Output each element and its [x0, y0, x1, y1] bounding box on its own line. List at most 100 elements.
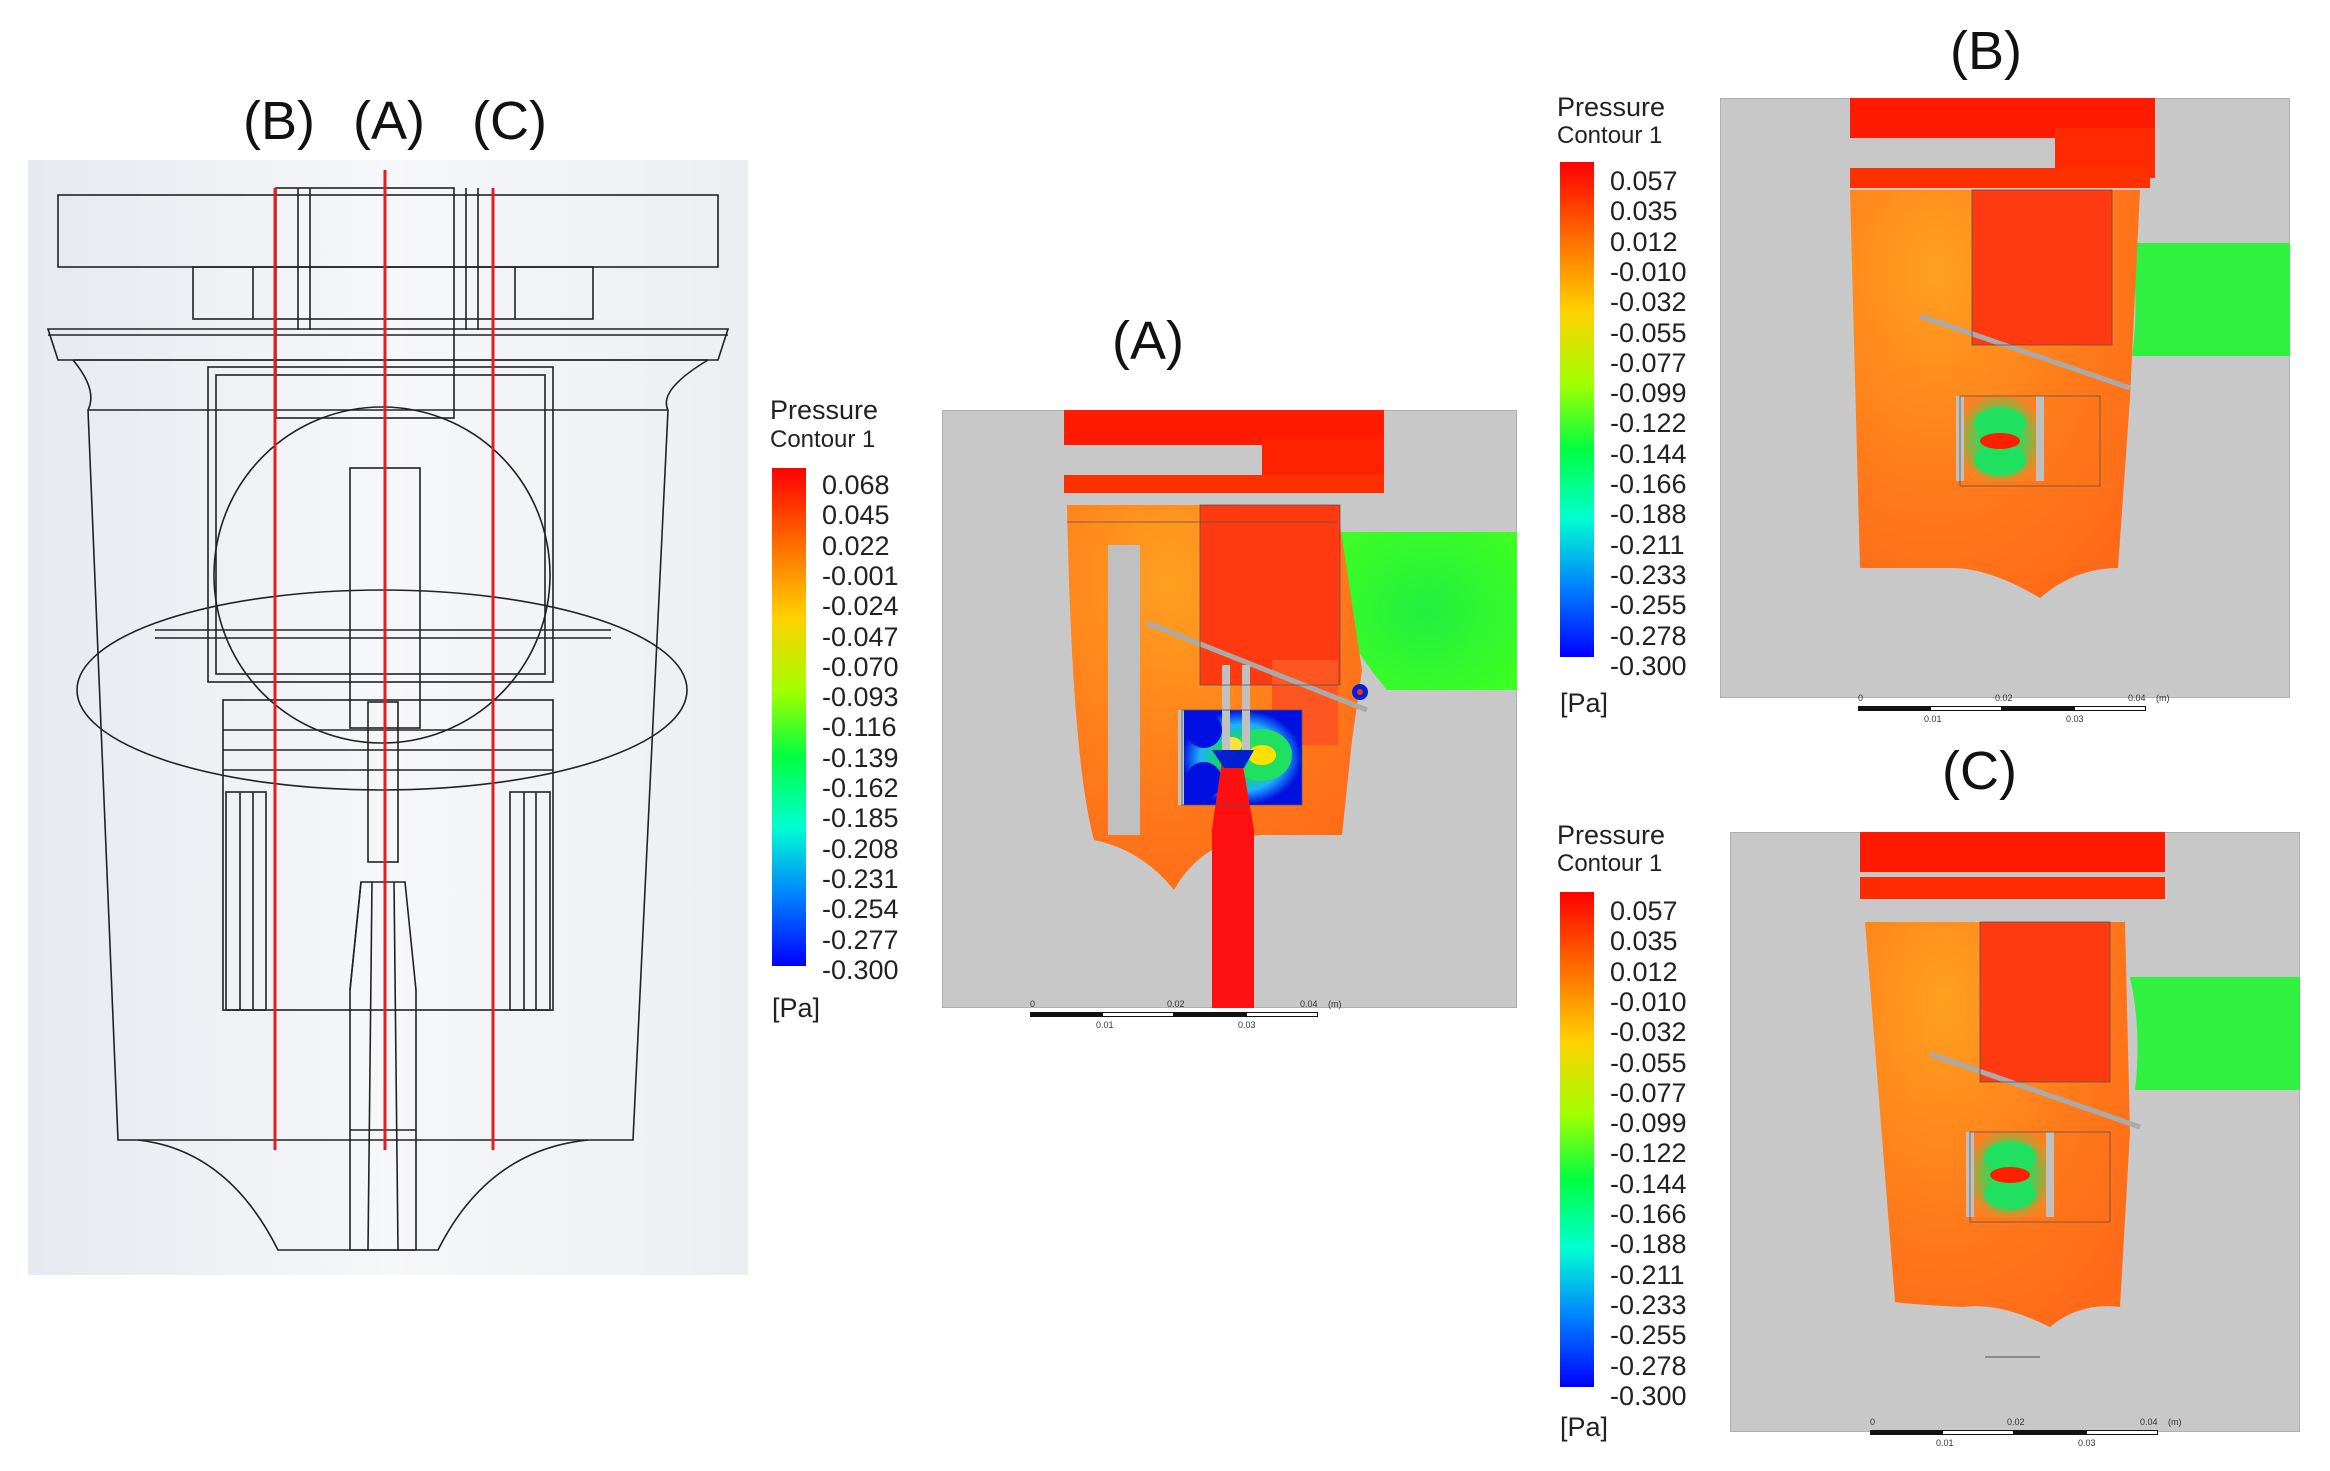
legend-tick: -0.070 — [822, 651, 899, 682]
legend-tick: -0.144 — [1610, 438, 1687, 469]
legend-title: Pressure — [1557, 92, 1666, 122]
contour-plot-b — [1720, 98, 2290, 698]
panel-a-label: (A) — [1112, 311, 1184, 371]
legend-tick: -0.144 — [1610, 1168, 1687, 1199]
legend-ticks: 0.068 0.045 0.022 -0.001 -0.024 -0.047 -… — [822, 470, 912, 984]
legend-tick: -0.211 — [1610, 1259, 1685, 1290]
legend-ticks: 0.057 0.035 0.012 -0.010 -0.032 -0.055 -… — [1610, 898, 1700, 1410]
legend-title: Pressure — [1557, 820, 1666, 850]
scale-label: 0.04 — [2128, 693, 2146, 703]
panel-c-label: (C) — [1942, 741, 2017, 801]
panel-b: (B) Pressure Contour 1 0.057 0.035 0.012… — [1550, 20, 2320, 724]
legend-tick: -0.255 — [1610, 590, 1687, 621]
scale-bar: 0 0.02 0.04 (m) 0.01 0.03 — [1870, 1417, 2182, 1454]
legend-tick: 0.057 — [1610, 166, 1678, 196]
scale-label: 0.01 — [1936, 1438, 1954, 1448]
panel-a: Pressure Contour 1 0.068 0.045 0.022 -0.… — [760, 300, 1530, 1040]
legend-tick: -0.278 — [1610, 620, 1687, 651]
scale-label: 0.01 — [1096, 1020, 1114, 1030]
scale-label: 0.03 — [2066, 714, 2084, 724]
legend-tick: -0.211 — [1610, 529, 1685, 560]
legend-tick: -0.188 — [1610, 499, 1687, 530]
scale-segment — [1246, 1012, 1318, 1017]
legend-tick: -0.255 — [1610, 1320, 1687, 1351]
legend-tick: -0.116 — [822, 712, 897, 743]
legend-colorbar — [772, 468, 806, 966]
scale-label: 0 — [1870, 1417, 1876, 1427]
legend-tick: -0.162 — [822, 773, 899, 803]
legend-tick: -0.233 — [1610, 559, 1687, 590]
scale-label: 0 — [1858, 693, 1864, 703]
legend-tick: 0.022 — [822, 530, 890, 561]
legend-tick: -0.055 — [1610, 1047, 1687, 1078]
scale-segment — [1102, 1012, 1174, 1017]
panel-c: (C) Pressure Contour 1 0.057 0.035 0.012… — [1550, 740, 2320, 1460]
legend-tick: -0.300 — [1610, 650, 1687, 681]
legend-tick: -0.047 — [822, 621, 899, 652]
legend-tick: -0.139 — [822, 742, 899, 773]
legend-tick: 0.035 — [1610, 196, 1678, 227]
legend-unit: [Pa] — [1560, 1412, 1609, 1442]
legend-subtitle: Contour 1 — [770, 426, 876, 453]
legend-tick: -0.300 — [822, 954, 899, 985]
legend-tick: -0.099 — [1610, 1108, 1687, 1139]
section-label-a: (A) — [353, 91, 425, 151]
scale-bar: 0 0.02 0.04 (m) 0.01 0.03 — [1858, 693, 2170, 730]
legend-tick: -0.093 — [822, 682, 899, 713]
scale-segment — [2086, 1430, 2158, 1435]
legend-tick: -0.024 — [822, 591, 899, 622]
scale-segment — [2014, 1430, 2086, 1435]
scale-segment — [1174, 1012, 1246, 1017]
scale-label: 0.02 — [1995, 693, 2013, 703]
legend-tick: -0.032 — [1610, 1017, 1687, 1048]
legend-tick: -0.077 — [1610, 1077, 1687, 1108]
legend-tick: -0.001 — [822, 560, 899, 591]
scale-label: 0.03 — [1238, 1020, 1256, 1030]
scale-unit: (m) — [2168, 1417, 2182, 1427]
legend-unit: [Pa] — [772, 993, 821, 1023]
legend-tick: 0.045 — [822, 500, 890, 531]
legend-tick: 0.012 — [1610, 956, 1678, 987]
legend-colorbar — [1560, 892, 1594, 1387]
scale-segment — [1942, 1430, 2014, 1435]
legend-tick: -0.010 — [1610, 986, 1687, 1017]
scale-label: 0.04 — [1300, 999, 1318, 1009]
legend-tick: -0.032 — [1610, 287, 1687, 318]
legend-subtitle: Contour 1 — [1557, 850, 1663, 877]
legend-tick: -0.185 — [822, 803, 899, 834]
legend-tick: -0.077 — [1610, 347, 1687, 378]
legend-tick: -0.010 — [1610, 256, 1687, 287]
legend-tick: -0.208 — [822, 833, 899, 864]
legend-ticks: 0.057 0.035 0.012 -0.010 -0.032 -0.055 -… — [1610, 166, 1700, 680]
scale-segment — [2074, 706, 2146, 711]
legend-tick: -0.231 — [822, 863, 899, 894]
legend-tick: -0.122 — [1610, 408, 1687, 439]
scale-segment — [1030, 1012, 1102, 1017]
legend-subtitle: Contour 1 — [1557, 122, 1663, 149]
scale-label: 0.02 — [2007, 1417, 2025, 1427]
legend-tick: -0.166 — [1610, 469, 1687, 499]
legend-tick: -0.278 — [1610, 1350, 1687, 1381]
schematic-drawing — [28, 160, 748, 1275]
scale-segment — [1858, 706, 1930, 711]
scale-segment — [2002, 706, 2074, 711]
legend-tick: 0.035 — [1610, 926, 1678, 957]
legend-tick: 0.068 — [822, 470, 890, 500]
legend-tick: -0.277 — [822, 924, 899, 955]
scale-unit: (m) — [2156, 693, 2170, 703]
scale-label: 0.03 — [2078, 1438, 2096, 1448]
scale-label: 0.04 — [2140, 1417, 2158, 1427]
scale-segment — [1870, 1430, 1942, 1435]
scale-unit: (m) — [1328, 999, 1342, 1009]
scale-label: 0.01 — [1924, 714, 1942, 724]
schematic-panel: (B) (A) (C) — [28, 90, 748, 1280]
contour-plot-c — [1730, 832, 2300, 1432]
legend-unit: [Pa] — [1560, 688, 1609, 718]
legend-tick: -0.188 — [1610, 1229, 1687, 1260]
scale-segment — [1930, 706, 2002, 711]
legend-tick: -0.254 — [822, 894, 899, 925]
panel-b-label: (B) — [1950, 21, 2022, 81]
section-label-c: (C) — [472, 91, 547, 151]
contour-plot-a — [942, 410, 1517, 1008]
section-label-b: (B) — [243, 91, 315, 151]
